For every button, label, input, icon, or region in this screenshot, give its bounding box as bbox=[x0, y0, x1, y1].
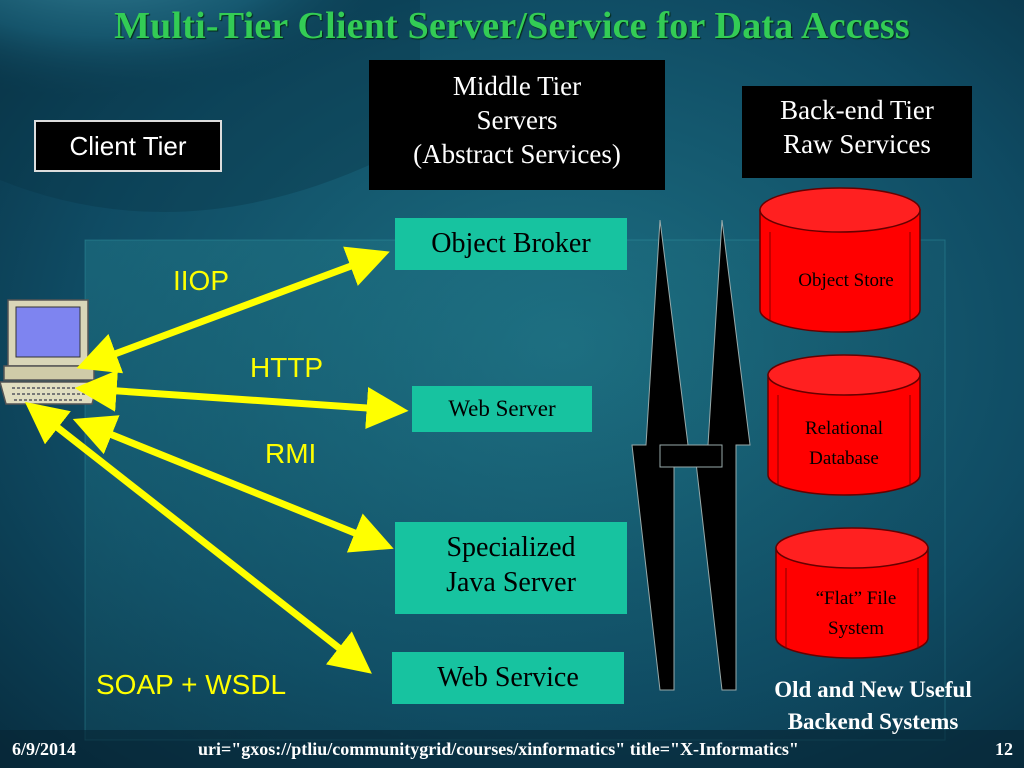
middle-tier-line3: (Abstract Services) bbox=[413, 138, 621, 169]
relational-line2: Database bbox=[809, 448, 879, 470]
client-tier-label: Client Tier bbox=[34, 120, 222, 172]
arrow-rmi bbox=[72, 415, 394, 553]
arrow-soap bbox=[24, 401, 372, 674]
arrow-http bbox=[74, 369, 409, 429]
caption-line2: Backend Systems bbox=[787, 709, 959, 735]
cylinder-relational-database bbox=[767, 354, 921, 496]
client-tier-text: Client Tier bbox=[69, 131, 187, 161]
flat-file-label: “Flat” File System bbox=[776, 584, 936, 645]
footer-date: 6/9/2014 bbox=[12, 739, 77, 759]
web-server-label: Web Server bbox=[448, 396, 556, 421]
web-server-box: Web Server bbox=[412, 386, 592, 432]
protocol-label-iiop: IIOP bbox=[173, 265, 230, 296]
protocol-label-http: HTTP bbox=[250, 352, 324, 383]
middle-tier-header: Middle Tier Servers (Abstract Services) bbox=[369, 60, 665, 190]
footer-page-number: 12 bbox=[995, 739, 1013, 759]
backend-bus-connector bbox=[631, 219, 751, 691]
backend-tier-line1: Back-end Tier bbox=[780, 95, 934, 125]
object-broker-box: Object Broker bbox=[395, 218, 627, 270]
java-server-line2: Java Server bbox=[446, 567, 576, 598]
cylinder-flat-file-system bbox=[775, 527, 929, 659]
flat-line2: System bbox=[828, 618, 884, 640]
relational-database-label: Relational Database bbox=[768, 414, 920, 475]
flat-line1: “Flat” File bbox=[815, 588, 897, 609]
caption-line1: Old and New Useful bbox=[774, 677, 972, 702]
backend-tier-header: Back-end Tier Raw Services bbox=[742, 86, 972, 178]
protocol-label-soap: SOAP + WSDL bbox=[96, 669, 287, 700]
backend-tier-line2: Raw Services bbox=[783, 128, 931, 159]
object-store-label: Object Store bbox=[798, 270, 894, 291]
footer-uri: uri="gxos://ptliu/communitygrid/courses/… bbox=[198, 739, 799, 759]
arrow-iiop bbox=[76, 246, 390, 374]
relational-line1: Relational bbox=[804, 418, 884, 439]
client-computer-icon bbox=[0, 299, 99, 405]
cylinder-object-store bbox=[759, 187, 921, 333]
middle-tier-line1: Middle Tier bbox=[452, 71, 582, 101]
slide-title: Multi-Tier Client Server/Service for Dat… bbox=[114, 5, 910, 47]
object-broker-label: Object Broker bbox=[431, 228, 591, 259]
web-service-label: Web Service bbox=[437, 662, 579, 693]
java-server-line1: Specialized bbox=[446, 532, 576, 563]
protocol-label-rmi: RMI bbox=[265, 438, 317, 469]
web-service-box: Web Service bbox=[392, 652, 624, 704]
java-server-box: Specialized Java Server bbox=[395, 522, 627, 614]
protocol-arrows bbox=[24, 246, 409, 674]
backend-caption: Old and New Useful Backend Systems bbox=[738, 674, 1008, 738]
middle-tier-line2: Servers bbox=[476, 104, 558, 135]
